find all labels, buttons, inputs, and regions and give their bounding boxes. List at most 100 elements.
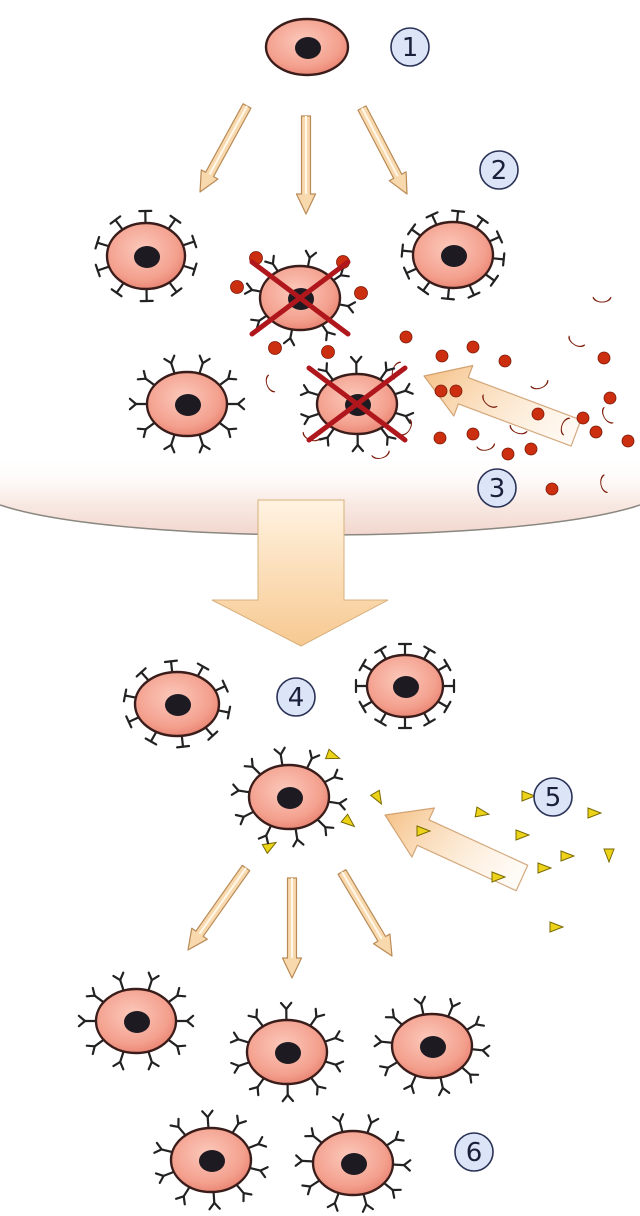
signal-molecule-icon xyxy=(560,850,576,862)
receptor-icon xyxy=(361,1191,374,1213)
receptor-icon xyxy=(301,1178,322,1196)
signal-molecule-icon xyxy=(587,807,603,819)
receptor-icon xyxy=(322,768,344,784)
lymphocyte-1 xyxy=(94,209,198,303)
nucleus-icon xyxy=(124,1011,150,1033)
receptor-icon xyxy=(294,1154,316,1167)
antigen-icon xyxy=(268,341,282,355)
signal-molecule-icon xyxy=(340,813,356,828)
arrow-divide-left xyxy=(199,103,252,193)
receptor-icon xyxy=(435,658,452,673)
lymphocyte-deleted-1 xyxy=(243,249,357,347)
receptor-icon xyxy=(198,432,211,454)
receptor-icon xyxy=(153,1141,175,1154)
receptor-icon xyxy=(163,354,176,376)
antigen-icon xyxy=(321,345,335,359)
step-number: 5 xyxy=(545,783,562,813)
receptor-icon xyxy=(257,823,273,845)
receptor-icon xyxy=(166,1038,187,1056)
receptor-icon xyxy=(320,322,336,342)
receptor-icon xyxy=(413,995,426,1017)
arrow-expand-left xyxy=(187,864,251,951)
receptor-icon xyxy=(365,1114,380,1136)
receptor-icon xyxy=(234,810,256,826)
antigen-icon xyxy=(603,391,617,405)
receptor-icon xyxy=(217,369,238,387)
antigen-fragment-icon xyxy=(265,374,276,393)
receptor-icon xyxy=(292,826,305,848)
receptor-icon xyxy=(417,279,432,296)
receptor-icon xyxy=(144,729,158,746)
antigen-icon xyxy=(399,330,413,344)
clone-4 xyxy=(153,1109,269,1211)
receptor-icon xyxy=(128,397,150,411)
receptor-icon xyxy=(247,1166,269,1179)
step-label-2: 2 xyxy=(479,150,519,190)
receptor-icon xyxy=(407,223,423,238)
antigen-icon xyxy=(597,351,611,365)
antigen-icon xyxy=(230,280,244,294)
receptor-icon xyxy=(349,355,363,377)
receptor-icon xyxy=(299,384,321,397)
receptor-icon xyxy=(248,1076,266,1097)
step-badge xyxy=(276,677,316,717)
receptor-icon xyxy=(109,215,125,232)
nucleus-icon xyxy=(175,394,201,416)
progenitor-cell xyxy=(264,17,350,77)
antigen-fragment-icon xyxy=(482,394,498,408)
signal-molecule-icon xyxy=(324,748,341,760)
step-number: 4 xyxy=(288,683,305,713)
signal-molecule-icon xyxy=(474,806,491,818)
signal-molecule-icon xyxy=(515,829,531,841)
antigen-icon xyxy=(498,354,512,368)
clone-1 xyxy=(77,971,195,1071)
step-label-1: 1 xyxy=(390,27,430,67)
receptor-icon xyxy=(201,1109,214,1131)
receptor-icon xyxy=(147,1049,160,1071)
receptor-icon xyxy=(173,1014,195,1028)
receptor-icon xyxy=(85,986,106,1004)
arrow-expand-center xyxy=(281,877,303,979)
signal-molecule-icon xyxy=(537,862,553,874)
arrow-expand-right xyxy=(337,869,393,957)
receptor-icon xyxy=(112,1049,126,1071)
receptor-icon xyxy=(243,282,263,295)
receptor-icon xyxy=(474,214,489,231)
antigen-icon xyxy=(466,427,480,441)
arrow-maturation xyxy=(211,499,389,647)
receptor-icon xyxy=(309,1075,327,1096)
receptor-icon xyxy=(379,1060,400,1077)
antigen-icon xyxy=(545,482,559,496)
receptor-icon xyxy=(304,249,318,269)
receptor-icon xyxy=(77,1014,99,1028)
receptor-icon xyxy=(382,1181,402,1199)
receptor-icon xyxy=(169,1117,188,1138)
step-number: 6 xyxy=(466,1138,483,1168)
receptor-icon xyxy=(264,254,280,274)
receptor-icon xyxy=(246,1135,268,1150)
antigen-fragment-icon xyxy=(568,335,586,347)
step-number: 1 xyxy=(402,33,419,63)
clone-5 xyxy=(294,1113,412,1213)
step-number: 3 xyxy=(489,474,506,504)
antigen-icon xyxy=(576,411,590,425)
receptor-icon xyxy=(243,757,263,777)
receptor-icon xyxy=(136,369,157,387)
antigen-icon xyxy=(435,349,449,363)
clone-3 xyxy=(373,995,491,1097)
antigen-fragment-icon xyxy=(509,424,528,435)
receptor-icon xyxy=(384,1130,405,1148)
receptor-icon xyxy=(125,715,141,729)
antigen-icon xyxy=(501,447,515,461)
lymphocyte-deleted-2 xyxy=(299,355,415,453)
receptor-icon xyxy=(483,272,499,287)
antigen-fragment-icon xyxy=(400,418,412,436)
receptor-icon xyxy=(208,1189,221,1211)
antigen-fragment-icon xyxy=(602,406,614,424)
receptor-icon xyxy=(305,749,321,771)
nucleus-icon xyxy=(295,37,321,59)
receptor-icon xyxy=(422,645,436,662)
receptor-icon xyxy=(279,1001,293,1023)
step-label-5: 5 xyxy=(533,777,573,817)
